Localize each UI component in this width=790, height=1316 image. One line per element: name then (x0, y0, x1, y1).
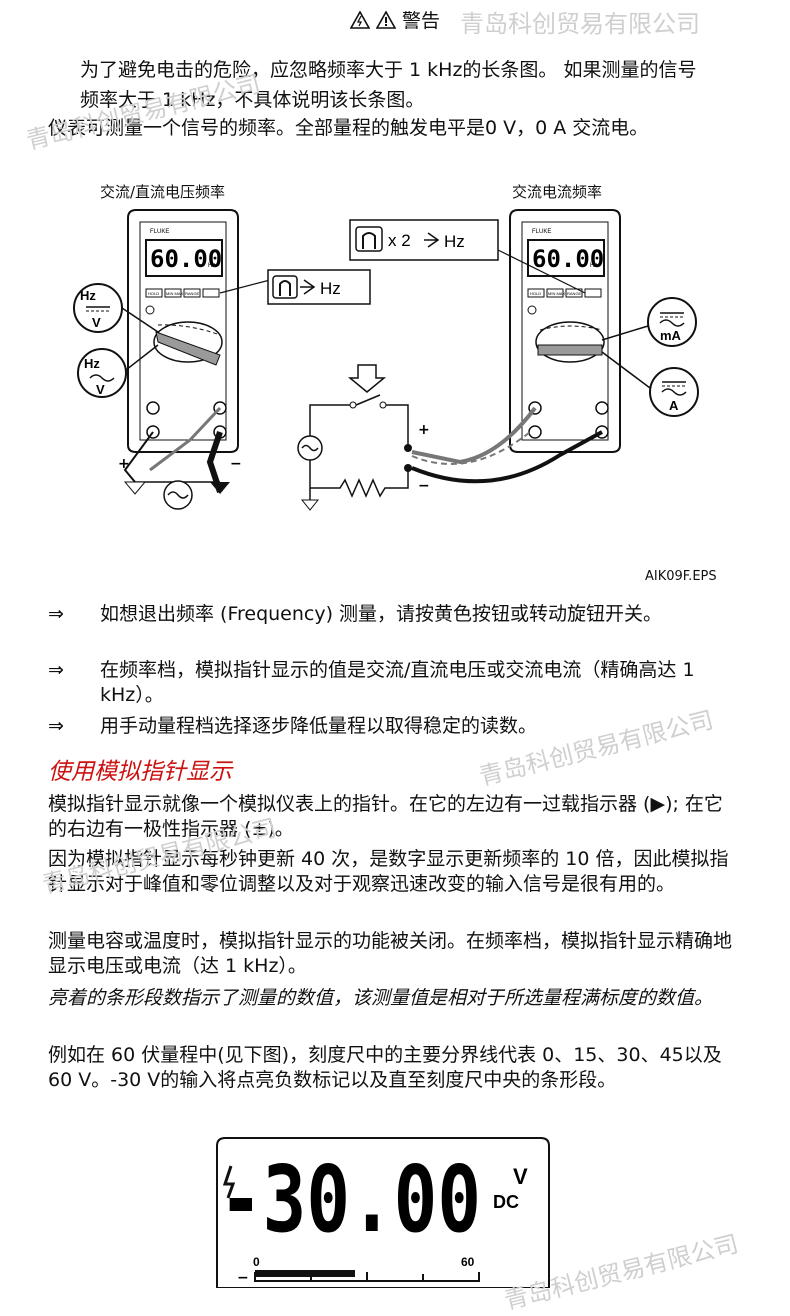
down-arrow-icon (347, 364, 387, 393)
watermark: 青岛科创贸易有限公司 (460, 10, 700, 38)
svg-text:V: V (96, 382, 105, 397)
svg-text:mA: mA (660, 328, 682, 343)
svg-text:Hz: Hz (444, 232, 465, 251)
section-heading: 使用模拟指针显示 (48, 759, 232, 785)
svg-text:MIN MAX: MIN MAX (548, 291, 565, 296)
analog-paragraph-5: 例如在 60 伏量程中(见下图)，刻度尺中的主要分界线代表 0、15、30、45… (48, 1044, 722, 1091)
warning-triangle-icon (349, 10, 371, 34)
left-meter: FLUKE 60.00 Hz HOLD MIN MAX RANGE (127, 209, 239, 453)
left-press-callout: Hz (219, 269, 371, 305)
svg-text:Hz: Hz (80, 288, 96, 303)
analog-paragraph-2: 因为模拟指针显示每秒钟更新 40 次，是数字显示更新频率的 10 倍，因此模拟指… (48, 848, 729, 895)
lcd-display: -30.00 V DC 0 60 − (216, 1137, 550, 1288)
svg-text:x 2: x 2 (388, 231, 411, 250)
finger-press-icon (355, 226, 383, 252)
figure-file-label: AIK09F.EPS (645, 569, 717, 584)
analog-paragraph-4: 亮着的条形段数指示了测量的数值，该测量值是相对于所选量程满标度的数值。 (48, 987, 714, 1009)
svg-text:+: + (418, 422, 430, 438)
double-arrow-icon: ⇒ (48, 659, 64, 681)
bullet-item: ⇒ 在频率档，模拟指针显示的值是交流/直流电压或交流电流（精确高达 1 kHz）… (48, 659, 695, 706)
frequency-measurement-diagram: FLUKE 60.00 Hz HOLD MIN MAX RANGE Hz V H… (73, 209, 699, 511)
svg-text:+: + (118, 456, 130, 472)
arrow-right-icon (300, 279, 316, 295)
figure-right-caption: 交流电流频率 (512, 183, 603, 201)
bargraph (254, 1270, 480, 1282)
bullet-item: ⇒ 如想退出频率 (Frequency) 测量，请按黄色按钮或转动旋钮开关。 (48, 603, 663, 625)
right-dial-callouts: mA A (601, 297, 699, 417)
left-display-value: 60.00 (150, 245, 222, 273)
arrow-right-icon (424, 232, 440, 248)
lcd-reading: -30.00 (219, 1146, 481, 1253)
analog-paragraph-1: 模拟指针显示就像一个模拟仪表上的指针。在它的左边有一过载指示器 (▶); 在它的… (48, 793, 723, 840)
scale-start: 0 (253, 1255, 260, 1269)
svg-text:FLUKE: FLUKE (532, 229, 551, 235)
right-meter: FLUKE 60.00 Hz HOLD MIN MAX RANGE (509, 209, 621, 453)
right-press-callout: x 2 Hz (349, 219, 586, 294)
minmax-button: MIN MAX (166, 291, 183, 296)
svg-text:−: − (230, 456, 242, 472)
svg-text:FLUKE: FLUKE (150, 229, 169, 235)
analog-paragraph-3: 测量电容或温度时，模拟指针显示的功能被关闭。在频率档，模拟指针显示精确地显示电压… (48, 930, 733, 977)
svg-text:A: A (669, 398, 679, 413)
svg-text:Hz: Hz (320, 279, 341, 298)
lightning-icon (222, 1165, 236, 1199)
hold-button: HOLD (148, 291, 159, 296)
left-test-leads: + − (118, 406, 242, 510)
scale-minus: − (237, 1270, 249, 1286)
svg-text:Hz: Hz (208, 263, 215, 269)
right-circuit: + − (297, 364, 603, 511)
warning-exclamation-icon (375, 10, 397, 34)
lcd-unit-dc: DC (493, 1192, 519, 1212)
figure-left-caption: 交流/直流电压频率 (100, 183, 226, 201)
warning-title: 警告 (0, 6, 790, 34)
warning-text: 为了避免电击的危险，应忽略频率大于 1 kHz的长条图。 如果测量的信号频率大于… (80, 59, 697, 111)
svg-text:Hz: Hz (590, 263, 597, 269)
svg-text:Hz: Hz (84, 356, 100, 371)
range-button: RANGE (185, 291, 200, 296)
svg-text:HOLD: HOLD (530, 291, 541, 296)
scale-end: 60 (461, 1255, 475, 1269)
svg-text:V: V (92, 315, 101, 330)
lcd-unit-v: V (513, 1164, 528, 1189)
left-dial-callouts: Hz V Hz V (73, 283, 159, 398)
right-display-value: 60.00 (532, 245, 604, 273)
svg-text:−: − (418, 478, 430, 494)
bullet-item: ⇒ 用手动量程档选择逐步降低量程以取得稳定的读数。 (48, 715, 538, 737)
double-arrow-icon: ⇒ (48, 603, 64, 625)
svg-text:RANGE: RANGE (567, 291, 582, 296)
intro-paragraph: 仪表可测量一个信号的频率。全部量程的触发电平是0 V，0 A 交流电。 (48, 117, 649, 139)
finger-press-icon (272, 275, 298, 299)
double-arrow-icon: ⇒ (48, 715, 64, 737)
